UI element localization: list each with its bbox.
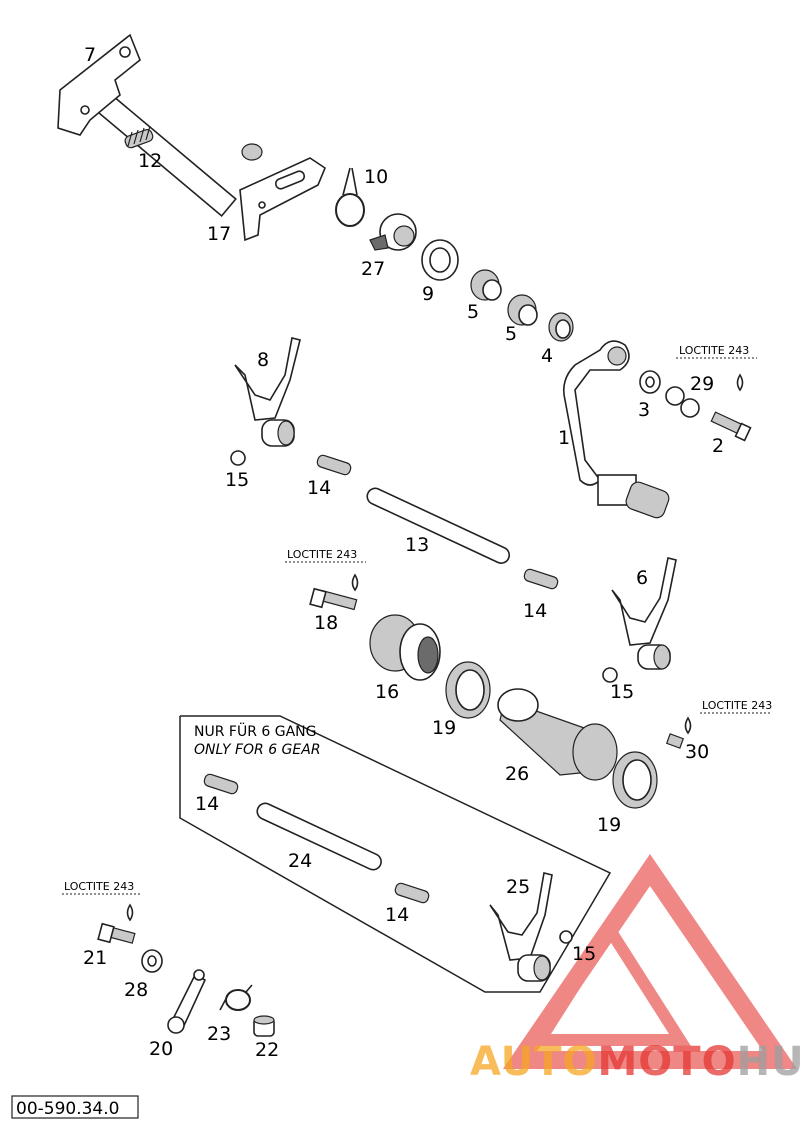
screw-30 <box>665 733 685 749</box>
diagram-code-box <box>11 1095 139 1119</box>
shift-drum-26 <box>497 688 618 781</box>
torsion-spring-23 <box>219 984 253 1011</box>
watermark-part-2: MOTO <box>598 1039 737 1085</box>
locking-lever-20 <box>167 969 207 1034</box>
needle-bearing-5b <box>507 294 538 326</box>
watermark-text: AUTOMOTOHUB <box>470 1039 800 1085</box>
label-28: 28 <box>124 979 148 1001</box>
label-5a: 5 <box>467 301 479 323</box>
label-16: 16 <box>375 681 399 703</box>
label-4: 4 <box>541 345 553 367</box>
label-13: 13 <box>405 534 429 556</box>
label-10: 10 <box>364 166 388 188</box>
shift-fork-25 <box>489 872 553 982</box>
spring-14b <box>523 568 559 590</box>
label-21: 21 <box>83 947 107 969</box>
spring-14c <box>203 773 239 795</box>
seal-19b <box>612 751 658 809</box>
label-14a: 14 <box>307 477 331 499</box>
loctite-text-4: LOCTITE 243 <box>64 880 134 893</box>
label-30: 30 <box>685 741 709 763</box>
diagram-code: 00-590.34.0 <box>16 1099 119 1119</box>
label-7: 7 <box>84 44 96 66</box>
ball-15a <box>230 450 246 466</box>
label-25: 25 <box>506 876 530 898</box>
note-line-de: NUR FÜR 6 GANG <box>194 722 316 740</box>
label-22: 22 <box>255 1039 279 1061</box>
label-14b: 14 <box>523 600 547 622</box>
spring-14a <box>316 454 352 476</box>
watermark-part-3: HUB <box>737 1039 800 1085</box>
loctite-drop-1 <box>736 373 744 392</box>
shift-shaft <box>57 33 263 217</box>
label-24: 24 <box>288 850 312 872</box>
loctite-drop-4 <box>126 903 134 922</box>
label-12: 12 <box>138 150 162 172</box>
label-3: 3 <box>638 399 650 421</box>
bolt-21 <box>97 922 136 944</box>
fork-rod-13 <box>366 487 511 564</box>
label-2: 2 <box>712 435 724 457</box>
label-14d: 14 <box>385 904 409 926</box>
loctite-drop-2 <box>351 573 359 592</box>
spring-12 <box>124 125 154 149</box>
label-15a: 15 <box>225 469 249 491</box>
label-26: 26 <box>505 763 529 785</box>
label-17: 17 <box>207 223 231 245</box>
watermark-logo-icon <box>502 854 798 1069</box>
label-20: 20 <box>149 1038 173 1060</box>
bushing-27 <box>369 213 417 251</box>
shift-fork-8 <box>234 337 301 447</box>
fork-rod-24 <box>256 802 382 871</box>
label-14c: 14 <box>195 793 219 815</box>
label-6: 6 <box>636 567 648 589</box>
label-27: 27 <box>361 258 385 280</box>
label-9: 9 <box>422 283 434 305</box>
label-5b: 5 <box>505 323 517 345</box>
label-1: 1 <box>558 427 570 449</box>
label-8: 8 <box>257 349 269 371</box>
ball-15c <box>559 930 573 944</box>
six-gear-frame <box>179 715 612 993</box>
label-29: 29 <box>690 373 714 395</box>
nuts-29 <box>665 386 700 418</box>
loctite-text-3: LOCTITE 243 <box>702 699 772 712</box>
bolt-18 <box>309 587 358 611</box>
spacer-22 <box>253 1015 275 1037</box>
shift-plate <box>239 157 326 242</box>
washer-9 <box>421 239 459 281</box>
washer-28 <box>141 949 163 973</box>
shift-lever <box>562 340 670 519</box>
ball-15b <box>602 667 618 683</box>
watermark-part-1: AUTO <box>470 1039 598 1085</box>
needle-bearing-5a <box>470 269 502 301</box>
note-line-en: ONLY FOR 6 GEAR <box>194 742 321 758</box>
seal-ring-4 <box>548 312 574 342</box>
label-23: 23 <box>207 1023 231 1045</box>
spring-14d <box>394 882 430 904</box>
shift-drum-locator-16 <box>369 614 441 681</box>
label-19b: 19 <box>597 814 621 836</box>
label-19a: 19 <box>432 717 456 739</box>
shift-fork-6 <box>611 557 677 670</box>
label-18: 18 <box>314 612 338 634</box>
bolt-2 <box>710 411 752 442</box>
label-15c: 15 <box>572 943 596 965</box>
loctite-text-1: LOCTITE 243 <box>679 344 749 357</box>
washer-3 <box>639 370 661 394</box>
spring-clip-10 <box>335 167 365 227</box>
loctite-text-2: LOCTITE 243 <box>287 548 357 561</box>
label-15b: 15 <box>610 681 634 703</box>
loctite-drop-3 <box>684 716 692 735</box>
seal-19a <box>445 661 491 719</box>
